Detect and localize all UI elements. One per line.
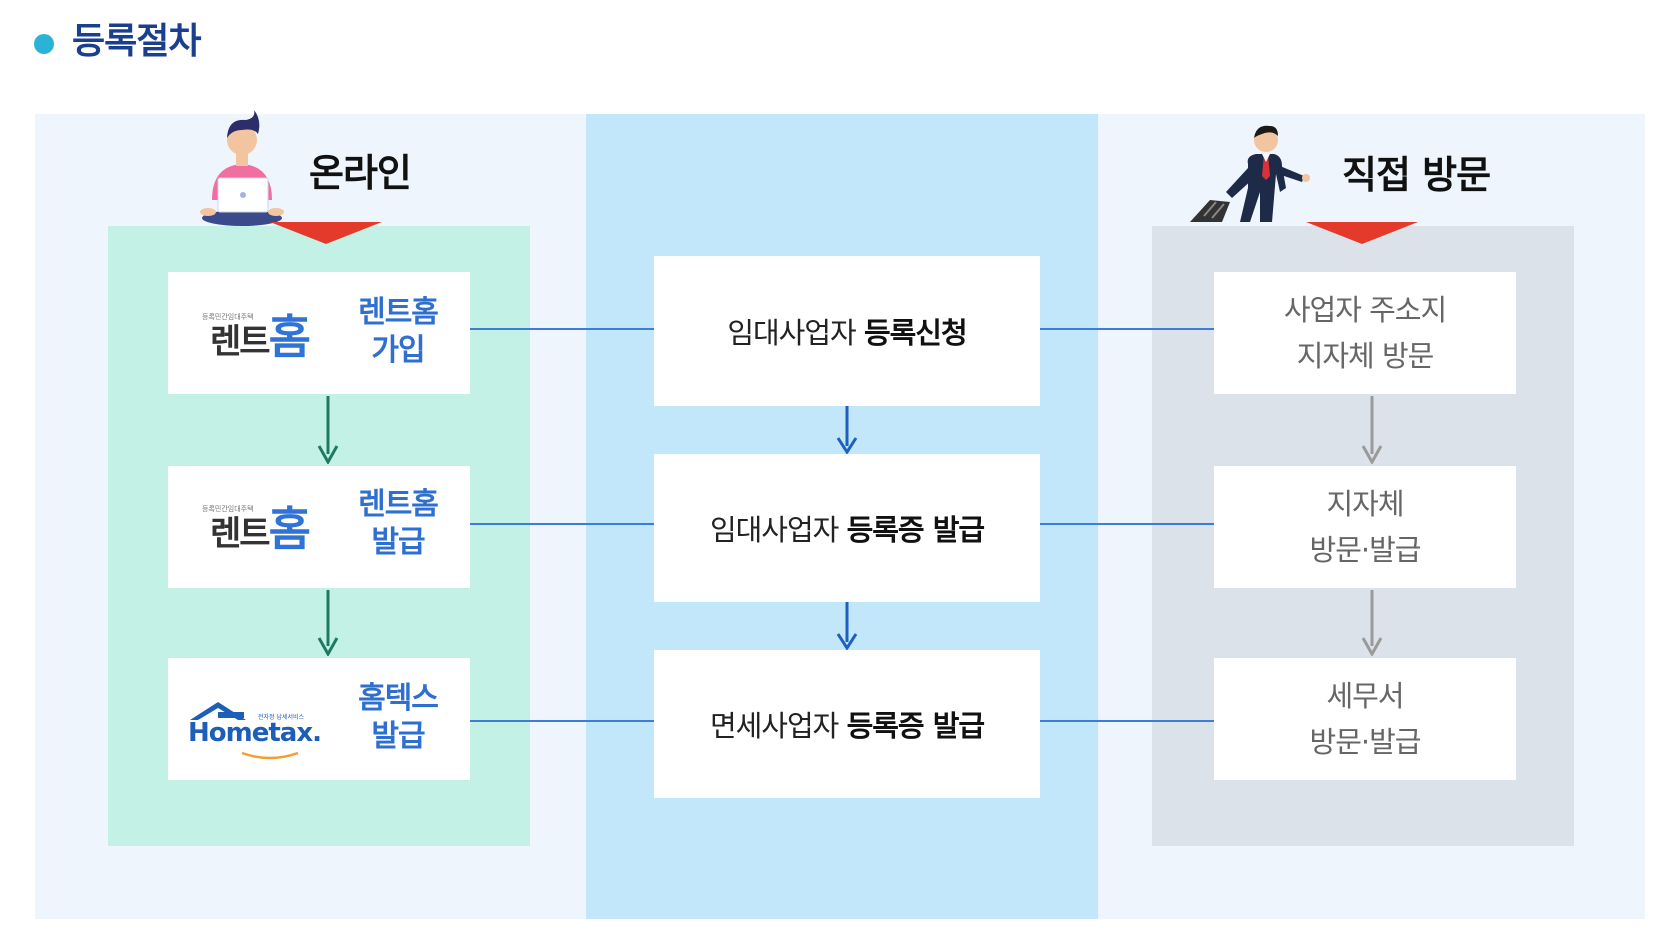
person-laptop-icon — [198, 108, 286, 226]
center-step-registration-apply: 임대사업자 등록신청 — [654, 256, 1040, 406]
visit-step-line1: 사업자 주소지 — [1283, 293, 1447, 327]
online-column-title: 온라인 — [309, 151, 412, 195]
visit-down-arrow-1 — [1360, 396, 1384, 466]
connector-line-row1-right — [1038, 328, 1214, 330]
visit-pointer-triangle — [1306, 222, 1418, 244]
renthome-logo: 렌트홈 — [210, 500, 311, 569]
connector-line-row2-right — [1038, 523, 1214, 525]
renthome-logo: 렌트홈 — [210, 308, 311, 377]
online-step-hometax-issue: 전자정 납세서비스 Hometax. 홈텍스 발급 — [168, 658, 470, 780]
renthome-logo-tagline: 등록민간임대주택 — [202, 505, 254, 513]
online-step-label-line2: 가입 — [371, 333, 425, 368]
hometax-logo-swoosh — [240, 746, 300, 760]
visit-down-arrow-2 — [1360, 590, 1384, 658]
visit-step-line2: 방문·발급 — [1309, 725, 1422, 759]
online-step-label-line1: 홈텍스 — [358, 681, 439, 716]
online-step-label: 렌트홈 가입 — [338, 294, 458, 370]
visit-step-line1: 지자체 — [1326, 487, 1404, 521]
visit-step-tax-office-issue: 세무서 방문·발급 — [1214, 658, 1516, 780]
center-step-taxfree-certificate-issue: 면세사업자 등록증 발급 — [654, 650, 1040, 798]
online-step-label: 홈텍스 발급 — [338, 680, 458, 756]
online-step-renthome-join: 등록민간임대주택 렌트홈 렌트홈 가입 — [168, 272, 470, 394]
renthome-logo-tagline: 등록민간임대주택 — [202, 313, 254, 321]
hometax-logo-text: Hometax. — [188, 718, 322, 748]
renthome-logo-text-home: 홈 — [268, 502, 311, 556]
visit-step-line2: 지자체 방문 — [1296, 339, 1435, 373]
center-step-text-bold: 등록신청 — [863, 316, 968, 350]
center-down-arrow-2 — [835, 602, 859, 651]
renthome-logo-text-home: 홈 — [268, 310, 311, 364]
center-step-text-normal: 면세사업자 — [709, 709, 839, 743]
heading-bullet — [34, 34, 54, 54]
online-step-label-line1: 렌트홈 — [358, 487, 439, 522]
center-step-text-normal: 임대사업자 — [709, 513, 839, 547]
center-step-text-normal: 임대사업자 — [727, 316, 856, 350]
page-title: 등록절차 — [72, 21, 201, 62]
visit-step-local-government-visit: 사업자 주소지 지자체 방문 — [1214, 272, 1516, 394]
renthome-logo-text: 렌트 — [210, 322, 271, 362]
connector-line-row3-right — [1038, 720, 1214, 722]
online-step-renthome-issue: 등록민간임대주택 렌트홈 렌트홈 발급 — [168, 466, 470, 588]
online-down-arrow-1 — [316, 396, 340, 466]
center-step-certificate-issue: 임대사업자 등록증 발급 — [654, 454, 1040, 602]
center-step-text-bold: 등록증 발급 — [846, 513, 985, 547]
visit-column-title: 직접 방문 — [1342, 153, 1491, 197]
connector-line-row1-left — [470, 328, 656, 330]
connector-line-row2-left — [470, 523, 656, 525]
house-roof-icon — [188, 700, 258, 724]
online-step-label: 렌트홈 발급 — [338, 486, 458, 562]
visit-step-line2: 방문·발급 — [1309, 533, 1422, 567]
center-step-text-bold: 등록증 발급 — [846, 709, 985, 743]
online-step-label-line2: 발급 — [371, 525, 425, 560]
online-pointer-triangle — [270, 222, 382, 244]
visit-step-line1: 세무서 — [1326, 679, 1404, 713]
online-down-arrow-2 — [316, 590, 340, 658]
center-down-arrow-1 — [835, 406, 859, 455]
renthome-logo-text: 렌트 — [210, 514, 271, 554]
visit-step-local-government-issue: 지자체 방문·발급 — [1214, 466, 1516, 588]
businessman-walking-icon — [1186, 118, 1334, 226]
online-step-label-line2: 발급 — [371, 719, 425, 754]
online-step-label-line1: 렌트홈 — [358, 295, 439, 330]
hometax-logo-tagline: 전자정 납세서비스 — [258, 714, 305, 721]
connector-line-row3-left — [470, 720, 656, 722]
